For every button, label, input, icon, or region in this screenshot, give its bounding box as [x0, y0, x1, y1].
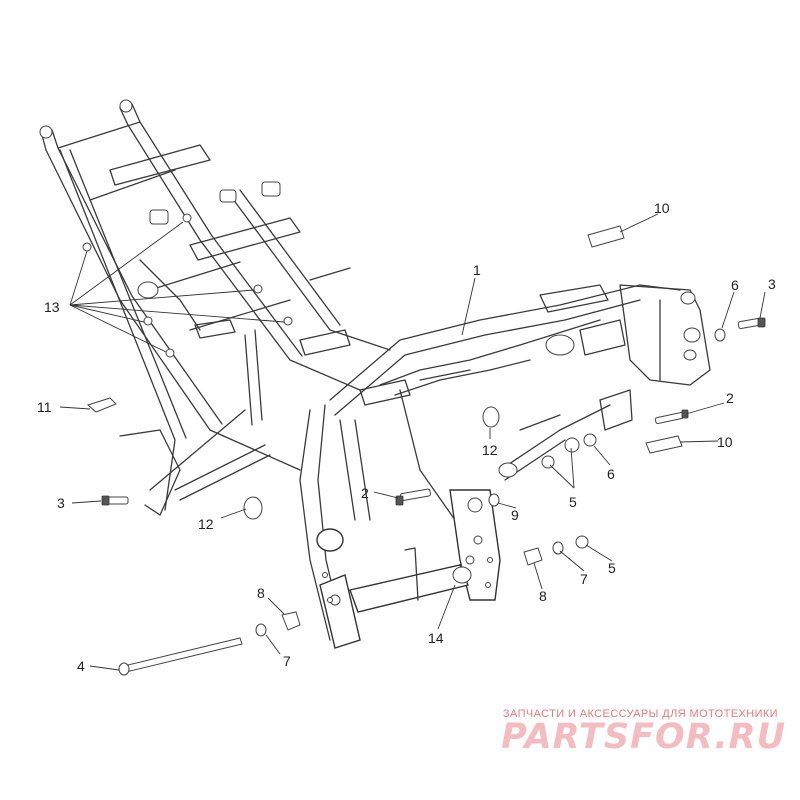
callout-5: 5 — [569, 494, 577, 510]
through-bolt-4 — [118, 637, 243, 676]
callout-2: 2 — [361, 485, 369, 501]
bush-12-left — [243, 496, 263, 520]
callout-10: 10 — [717, 434, 733, 450]
nut-8-left — [281, 611, 301, 631]
callout-13: 13 — [44, 299, 60, 315]
callout-3: 3 — [768, 276, 776, 292]
callout-8: 8 — [539, 588, 547, 604]
pad-10-top — [587, 225, 625, 248]
pad-10-bottom — [645, 435, 683, 454]
grommet-6 — [165, 348, 175, 358]
callout-labels: 1 2 2 3 3 4 5 5 6 6 7 7 8 8 9 10 10 11 1… — [37, 200, 776, 674]
callout-10: 10 — [654, 200, 670, 216]
clip-part-11 — [87, 397, 117, 413]
bolt-3-right — [737, 317, 766, 330]
motorcycle-frame — [39, 99, 711, 649]
callout-2: 2 — [726, 390, 734, 406]
callout-4: 4 — [77, 658, 85, 674]
callout-7: 7 — [283, 653, 291, 669]
callout-1: 1 — [473, 262, 481, 278]
callout-6: 6 — [731, 277, 739, 293]
nut-8-right — [523, 547, 543, 566]
washer-6-a — [714, 328, 726, 342]
nut-5-b — [564, 437, 580, 453]
watermark-tagline: ЗАПЧАСТИ И АКСЕССУАРЫ ДЛЯ МОТОТЕХНИКИ — [503, 708, 778, 720]
loose-parts — [82, 213, 766, 676]
callout-6: 6 — [607, 466, 615, 482]
nut-5-a — [541, 455, 555, 469]
washer-9 — [488, 493, 500, 507]
callout-5: 5 — [608, 560, 616, 576]
watermark: ЗАПЧАСТИ И АКСЕССУАРЫ ДЛЯ МОТОТЕХНИКИ PA… — [501, 708, 786, 757]
watermark-logo: PARTSFOR.RU — [501, 717, 786, 757]
bolt-2-right — [654, 409, 689, 424]
callout-9: 9 — [511, 507, 519, 523]
bolt-2-middle — [395, 488, 431, 506]
grommet-2 — [182, 213, 192, 223]
callout-8: 8 — [257, 585, 265, 601]
nut-5-lower — [575, 535, 589, 549]
bush-12-right — [482, 406, 500, 428]
callout-3: 3 — [57, 495, 65, 511]
grommet-1 — [82, 242, 92, 252]
grommet-5 — [283, 316, 293, 326]
washer-6-b — [583, 433, 597, 447]
leader-lines — [59, 213, 766, 671]
callout-12: 12 — [198, 516, 214, 532]
grommet-3 — [253, 284, 263, 294]
callout-12: 12 — [482, 442, 498, 458]
callout-7: 7 — [580, 571, 588, 587]
grommet-4 — [143, 316, 153, 326]
callout-11: 11 — [37, 399, 52, 415]
washer-7-left — [255, 623, 267, 637]
callout-14: 14 — [428, 630, 444, 646]
bolt-3-left — [101, 495, 129, 506]
